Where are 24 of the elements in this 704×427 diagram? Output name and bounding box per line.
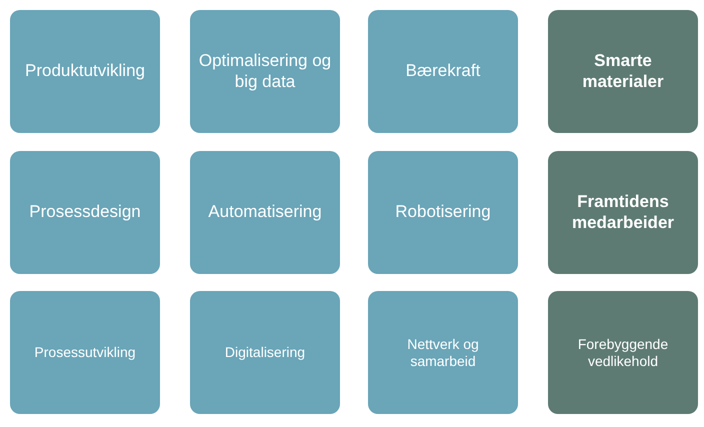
topic-label: Produktutvikling [24,61,145,82]
topic-tile [10,10,160,133]
topic-label: Smarte materialer [581,51,665,92]
topic-label: Prosessutvikling [34,344,136,361]
topic-label: Robotisering [395,202,491,223]
topic-tile [10,291,160,414]
topic-tile [548,10,698,133]
topic-label: Nettverk og samarbeid [406,336,480,370]
topic-label: Automatisering [208,202,322,223]
topic-label: Prosessdesign [29,202,141,223]
topic-tile [190,151,340,274]
topic-tile [368,151,518,274]
topic-tile [190,10,340,133]
topic-tile [548,151,698,274]
topic-tile [10,151,160,274]
topic-label: Optimalisering og big data [198,51,332,92]
topic-label: Framtidens medarbeider [570,192,676,233]
topic-tile [368,10,518,133]
topic-label: Bærekraft [406,61,480,82]
topic-tile [190,291,340,414]
topic-tile [368,291,518,414]
topic-label: Forebyggende vedlikehold [576,336,670,370]
topic-tile [548,291,698,414]
topic-label: Digitalisering [224,344,306,361]
